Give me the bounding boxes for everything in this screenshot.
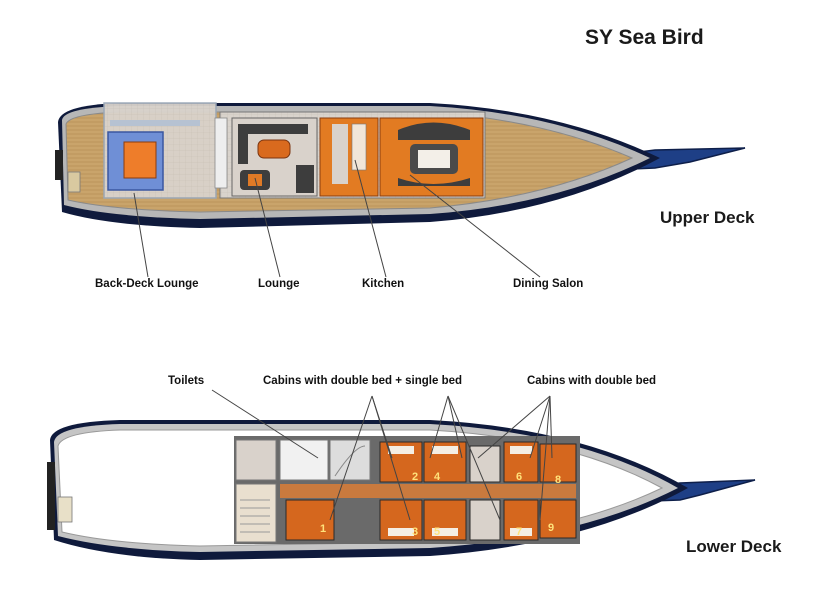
cabin-number-6: 6 xyxy=(516,471,522,483)
upper-deck-heading: Upper Deck xyxy=(660,208,755,227)
cabin-number-8: 8 xyxy=(555,474,561,486)
page-title: SY Sea Bird xyxy=(585,26,704,49)
label-cabins-double-single: Cabins with double bed + single bed xyxy=(263,375,463,387)
upper-deck-cabin-house xyxy=(214,111,486,199)
label-toilets: Toilets xyxy=(168,375,205,387)
label-back-deck-lounge: Back-Deck Lounge xyxy=(95,278,199,290)
lower-deck-heading: Lower Deck xyxy=(686,537,782,556)
label-dining-salon: Dining Salon xyxy=(513,278,584,290)
cabin-number-5: 5 xyxy=(434,526,440,538)
cabin-numbers: 2 4 6 8 1 3 5 7 9 xyxy=(320,471,561,538)
label-lounge: Lounge xyxy=(258,278,300,290)
label-kitchen: Kitchen xyxy=(362,278,405,290)
back-deck-lounge-area xyxy=(103,102,217,199)
cabin-number-7: 7 xyxy=(516,526,522,538)
cabin-number-9: 9 xyxy=(548,522,554,534)
cabin-number-3: 3 xyxy=(412,526,418,538)
cabin-number-1: 1 xyxy=(320,523,326,535)
label-cabins-double: Cabins with double bed xyxy=(527,375,657,387)
lower-leader-lines xyxy=(211,389,553,521)
cabin-number-4: 4 xyxy=(434,471,441,483)
cabin-number-2: 2 xyxy=(412,471,418,483)
lower-deck-interior xyxy=(234,436,580,544)
upper-leader-lines xyxy=(133,159,541,278)
